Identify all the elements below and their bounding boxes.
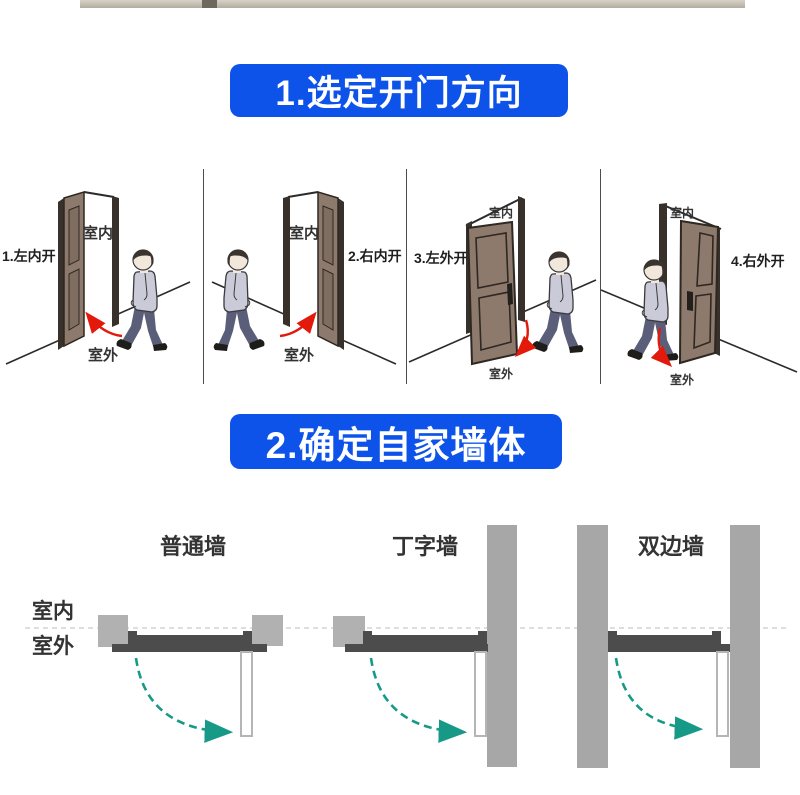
indoor-label: 室内 xyxy=(489,205,513,220)
swing-arc-arrow xyxy=(134,657,234,743)
doorway-opening xyxy=(84,193,112,335)
section1-banner-text: 1.选定开门方向 xyxy=(275,74,523,113)
door-swing-arrow xyxy=(85,311,123,338)
swing-arc-arrow xyxy=(369,657,468,743)
door-handle xyxy=(507,283,513,305)
open-door-leaf-top-view xyxy=(716,651,729,737)
wall-diagrams: 室内 室外 普通墙 丁字墙 xyxy=(25,525,788,768)
wall-title: 丁字墙 xyxy=(392,534,458,559)
person-figure xyxy=(531,251,584,354)
wall-diagram-double-sided: 双边墙 xyxy=(577,525,760,768)
door-handle xyxy=(687,291,693,311)
wall-title: 普通墙 xyxy=(160,534,226,559)
door-diagram-left-inward: 1.左内开 室内 室外 xyxy=(2,190,191,365)
open-door-leaf xyxy=(63,190,85,348)
hinge-jamb xyxy=(58,198,64,350)
person-figure xyxy=(213,249,266,352)
wall-diagram-t-shaped: 丁字墙 xyxy=(333,525,517,767)
person-figure xyxy=(115,249,168,352)
diagram-divider-2 xyxy=(406,169,407,384)
section1-banner: 1.选定开门方向 xyxy=(230,64,568,117)
top-image-strip xyxy=(80,0,745,8)
wall-column-right xyxy=(487,525,517,767)
door-jamb xyxy=(518,196,525,322)
open-door-leaf xyxy=(678,219,720,365)
open-door-leaf xyxy=(466,220,519,366)
indoor-label: 室内 xyxy=(83,224,113,242)
open-door-leaf-top-view xyxy=(240,651,253,737)
door-jamb xyxy=(283,196,290,327)
outdoor-side-label: 室外 xyxy=(32,634,74,658)
indoor-side-label: 室内 xyxy=(32,599,74,623)
indoor-label: 室内 xyxy=(289,224,319,242)
wall-block-left xyxy=(333,616,365,647)
door-lintel xyxy=(83,191,115,198)
wall-title: 双边墙 xyxy=(638,534,704,559)
diagram-label: 2.右内开 xyxy=(348,248,402,264)
indoor-label: 室内 xyxy=(670,205,694,220)
outdoor-label: 室外 xyxy=(670,372,694,387)
door-swing-arrow xyxy=(650,327,673,368)
diagram-label: 4.右外开 xyxy=(731,253,785,269)
door-lintel xyxy=(465,197,523,227)
wall-column-left xyxy=(577,525,608,768)
door-lintel xyxy=(287,191,319,198)
outdoor-label: 室外 xyxy=(284,346,314,364)
top-image-strip-dark-segment xyxy=(202,0,217,8)
wall-block-right xyxy=(252,615,283,646)
outdoor-label: 室外 xyxy=(88,346,118,364)
door-frame-top-view xyxy=(345,631,488,652)
wall-column-right xyxy=(730,525,760,768)
doorway-opening xyxy=(290,193,318,335)
swing-arc-arrow xyxy=(614,657,704,740)
hinge-jamb xyxy=(338,198,344,350)
diagram-label: 3.左外开 xyxy=(414,250,468,266)
door-diagram-right-outward: 4.右外开 室内 室外 xyxy=(601,203,798,387)
section2-banner: 2.确定自家墙体 xyxy=(230,414,562,469)
door-diagram-left-outward: 3.左外开 室内 室外 xyxy=(408,196,597,381)
outdoor-label: 室外 xyxy=(489,366,513,381)
section2-banner-text: 2.确定自家墙体 xyxy=(265,424,527,466)
door-frame-top-view xyxy=(112,631,267,652)
open-door-leaf xyxy=(317,190,339,348)
door-swing-arrow xyxy=(514,319,537,358)
door-frame-top-view xyxy=(608,631,730,652)
door-swing-arrow xyxy=(279,311,317,338)
open-door-leaf-top-view xyxy=(474,651,487,737)
door-jamb xyxy=(112,196,119,327)
diagram-label: 1.左内开 xyxy=(2,248,56,264)
wall-block-left xyxy=(98,615,128,647)
wall-diagram-normal: 普通墙 xyxy=(98,534,283,743)
diagram-divider-1 xyxy=(203,169,204,384)
door-diagram-right-inward: 2.右内开 室内 室外 xyxy=(211,190,402,365)
diagram-divider-3 xyxy=(600,169,601,384)
